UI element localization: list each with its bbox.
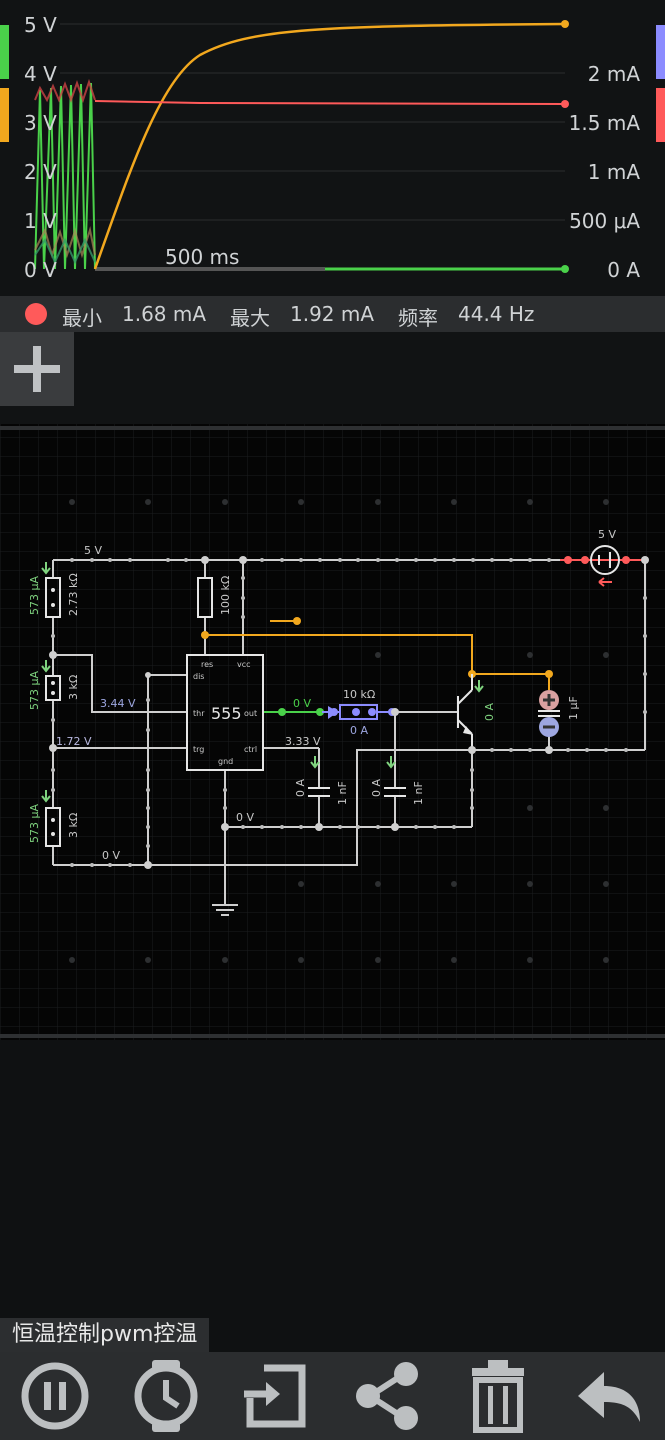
clock-button[interactable] bbox=[126, 1358, 206, 1434]
pin-vcc-label: vcc bbox=[237, 660, 251, 669]
circuit-diagram[interactable]: 5 V 3.44 V 1.72 V 3.33 V 0 V 0 V 0 V 10 … bbox=[0, 424, 665, 1040]
label-v-trg: 1.72 V bbox=[56, 735, 92, 748]
label-v-gnd1: 0 V bbox=[236, 811, 254, 824]
time-scale-label: 500 ms bbox=[165, 245, 239, 269]
right-axis-label: 1.5 mA bbox=[569, 111, 641, 135]
label-v-out: 0 V bbox=[293, 697, 311, 710]
share-button[interactable] bbox=[348, 1358, 428, 1434]
undo-button[interactable] bbox=[570, 1358, 650, 1434]
label-c2-value: 1 nF bbox=[412, 781, 425, 805]
min-label: 最小 bbox=[62, 306, 102, 330]
pin-gnd-label: gnd bbox=[218, 757, 233, 766]
left-axis-label: 3 V bbox=[24, 111, 57, 135]
scope-add-area bbox=[0, 332, 665, 424]
pin-res-label: res bbox=[201, 660, 213, 669]
red-trace-tab bbox=[656, 88, 665, 142]
label-r3: 3 kΩ bbox=[67, 813, 80, 838]
pin-ctrl-label: ctrl bbox=[244, 745, 257, 754]
left-axis-label: 5 V bbox=[24, 13, 57, 37]
label-r1: 2.73 kΩ bbox=[67, 573, 80, 616]
label-supply-top: 5 V bbox=[84, 544, 102, 557]
share-icon bbox=[356, 1362, 418, 1430]
trash-icon bbox=[472, 1360, 524, 1433]
pin-trg-label: trg bbox=[193, 745, 204, 754]
left-axis-label: 2 V bbox=[24, 160, 57, 184]
export-button[interactable] bbox=[236, 1358, 316, 1434]
frequency-value: 44.4 Hz bbox=[458, 302, 535, 326]
ic-555-label: 555 bbox=[211, 704, 242, 723]
green-trace-tab bbox=[0, 25, 9, 79]
max-label: 最大 bbox=[230, 306, 270, 330]
undo-icon bbox=[578, 1372, 640, 1422]
circuit-canvas[interactable]: 5 V 3.44 V 1.72 V 3.33 V 0 V 0 V 0 V 10 … bbox=[0, 424, 665, 1040]
clock-icon bbox=[134, 1360, 198, 1432]
label-v-thr: 3.44 V bbox=[100, 697, 136, 710]
delete-button[interactable] bbox=[458, 1358, 538, 1434]
pin-dis-label: dis bbox=[193, 672, 204, 681]
frequency-label: 频率 bbox=[398, 306, 438, 330]
min-value: 1.68 mA bbox=[122, 302, 207, 326]
plus-icon bbox=[14, 346, 60, 392]
scope-info-bar bbox=[0, 296, 665, 332]
label-r-current-3: 573 μA bbox=[28, 804, 41, 843]
label-cap-big: 1 μF bbox=[567, 696, 580, 720]
export-icon bbox=[244, 1364, 306, 1428]
label-r-base: 10 kΩ bbox=[343, 688, 375, 701]
add-scope-button[interactable] bbox=[0, 332, 74, 406]
label-v-gnd2: 0 V bbox=[102, 849, 120, 862]
trace-color-dot[interactable] bbox=[25, 303, 47, 325]
oscilloscope-graph[interactable]: 5 V 4 V 3 V 2 V 1 V 0 V 2 mA 1.5 mA 1 mA… bbox=[0, 0, 665, 296]
right-axis-label: 500 μA bbox=[569, 209, 640, 233]
label-r-pullup: 100 kΩ bbox=[219, 576, 232, 615]
left-axis-label: 0 V bbox=[24, 258, 57, 282]
max-value: 1.92 mA bbox=[290, 302, 375, 326]
label-c1-value: 1 nF bbox=[336, 781, 349, 805]
label-r2: 3 kΩ bbox=[67, 675, 80, 700]
label-c1-current: 0 A bbox=[294, 779, 307, 797]
pause-icon bbox=[21, 1362, 89, 1430]
pause-button[interactable] bbox=[15, 1358, 95, 1434]
label-q-current: 0 A bbox=[483, 703, 496, 721]
right-axis-label: 1 mA bbox=[588, 160, 641, 184]
label-v-ctrl: 3.33 V bbox=[285, 735, 321, 748]
orange-trace-tab bbox=[0, 88, 9, 142]
label-c2-current: 0 A bbox=[370, 779, 383, 797]
bottom-toolbar bbox=[0, 1352, 665, 1440]
label-r-current-1: 573 μA bbox=[28, 576, 41, 615]
blue-trace-tab bbox=[656, 25, 665, 79]
label-source-voltage: 5 V bbox=[598, 528, 616, 541]
right-axis-label: 0 A bbox=[607, 258, 640, 282]
right-axis-label: 2 mA bbox=[588, 62, 641, 86]
oscilloscope-panel[interactable]: 5 V 4 V 3 V 2 V 1 V 0 V 2 mA 1.5 mA 1 mA… bbox=[0, 0, 665, 296]
left-axis-label: 1 V bbox=[24, 209, 57, 233]
pin-out-label: out bbox=[244, 709, 257, 718]
label-i-base: 0 A bbox=[350, 724, 368, 737]
empty-workspace bbox=[0, 1040, 665, 1350]
pin-thr-label: thr bbox=[193, 709, 205, 718]
left-axis-label: 4 V bbox=[24, 62, 57, 86]
circuit-title: 恒温控制pwm控温 bbox=[0, 1318, 210, 1352]
label-r-current-2: 573 μA bbox=[28, 671, 41, 710]
